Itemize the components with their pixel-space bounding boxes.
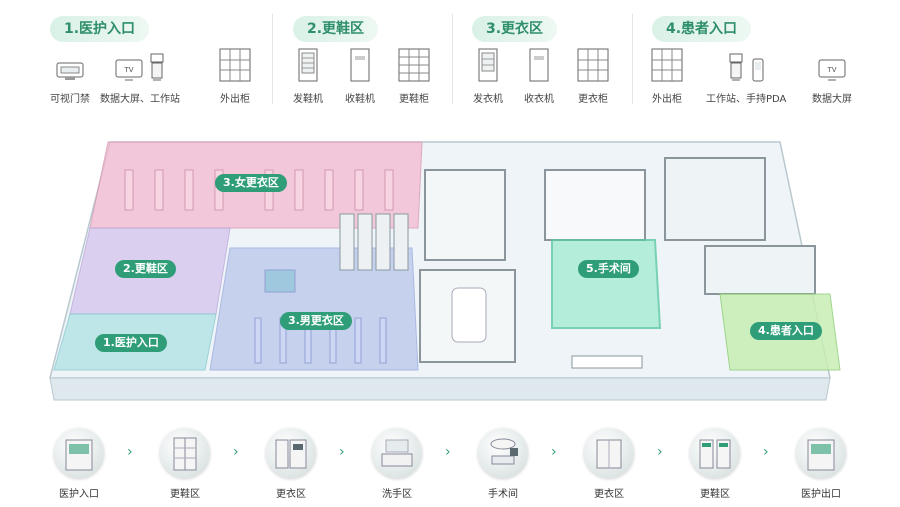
flow-step: 手术间 [473,428,533,500]
tag-men-changing: 3.男更衣区 [280,312,352,330]
flow-step: 医护出口 [791,428,851,500]
shoe-dispenser-icon [298,48,318,82]
floor-plan: 3.女更衣区 2.更鞋区 1.医护入口 3.男更衣区 5.手术间 4.患者入口 [40,138,860,410]
flow-step-image [584,428,634,478]
divider [272,14,273,104]
tv-icon: TV [115,59,143,81]
tag-shoe-change: 2.更鞋区 [115,260,176,278]
right-room [664,157,766,241]
equipment-item: TV 数据大屏、工作站 [100,48,180,105]
zone-title: 4.患者入口 [652,16,752,42]
divider [632,14,633,104]
tv-label: TV [123,66,133,74]
men-lockers [254,269,387,364]
flow-step-image [54,428,104,478]
equipment-item: 可视门禁 [30,48,110,105]
flow-arrow-icon: › [127,444,133,460]
sterile-room [544,169,646,241]
zone-title: 2.更鞋区 [293,16,379,42]
locker-icon [577,48,609,82]
tag-women-changing: 3.女更衣区 [215,174,287,192]
flow-arrow-icon: › [657,444,663,460]
flow-step: 更鞋区 [155,428,215,500]
equipment-item: 收衣机 [499,48,579,105]
patient-holding-room [704,245,816,295]
flow-arrow-icon: › [339,444,345,460]
equipment-item: 更鞋柜 [374,48,454,105]
flow-arrow-icon: › [763,444,769,460]
equipment-item: 收鞋机 [320,48,400,105]
pda-icon [752,58,764,82]
flow-step: 更鞋区 [685,428,745,500]
clothes-dispenser-icon [478,48,498,82]
operating-room-area [551,239,662,329]
equipment-item: 工作站、手持PDA [706,48,786,105]
flow-arrow-icon: › [445,444,451,460]
tv-icon: TV [818,59,846,81]
flow-arrow-icon: › [233,444,239,460]
flow-step-image [690,428,740,478]
scrub-room [424,169,506,261]
flow-step-image [266,428,316,478]
tv-label: TV [826,66,836,74]
flow-step: 更衣区 [261,428,321,500]
tag-operating-room: 5.手术间 [578,260,639,278]
equipment-item: 更衣柜 [553,48,633,105]
zone-title: 1.医护入口 [50,16,150,42]
tag-patient-entrance: 4.患者入口 [750,322,822,340]
equipment-item: TV 数据大屏 [792,48,872,105]
workstation-icon [729,53,743,81]
flow-step-image [160,428,210,478]
exit-cabinet-icon [219,48,251,82]
dispenser-machines [339,213,409,271]
flow-arrow-icon: › [551,444,557,460]
exit-cabinet-icon [651,48,683,82]
flow-step: 更衣区 [579,428,639,500]
floor-plan-drawing [49,141,841,401]
meeting-table [451,287,487,343]
equipment-item: 发衣机 [448,48,528,105]
equipment-item: 发鞋机 [268,48,348,105]
shoe-collector-icon [350,48,370,82]
flow-step-image [796,428,846,478]
flow-step: 洗手区 [367,428,427,500]
flow-step: 医护入口 [49,428,109,500]
flow-step-image [372,428,422,478]
floor-slab [49,377,831,401]
workstation-icon [150,53,164,81]
reception-desk [571,355,643,369]
tag-staff-entrance: 1.医护入口 [95,334,167,352]
equipment-item: 外出柜 [627,48,707,105]
divider [452,14,453,104]
equipment-item: 外出柜 [195,48,275,105]
flow-step-image [478,428,528,478]
clothes-collector-icon [529,48,549,82]
zone-title: 3.更衣区 [472,16,558,42]
shoe-cabinet-icon [398,48,430,82]
video-intercom-icon [56,62,84,80]
